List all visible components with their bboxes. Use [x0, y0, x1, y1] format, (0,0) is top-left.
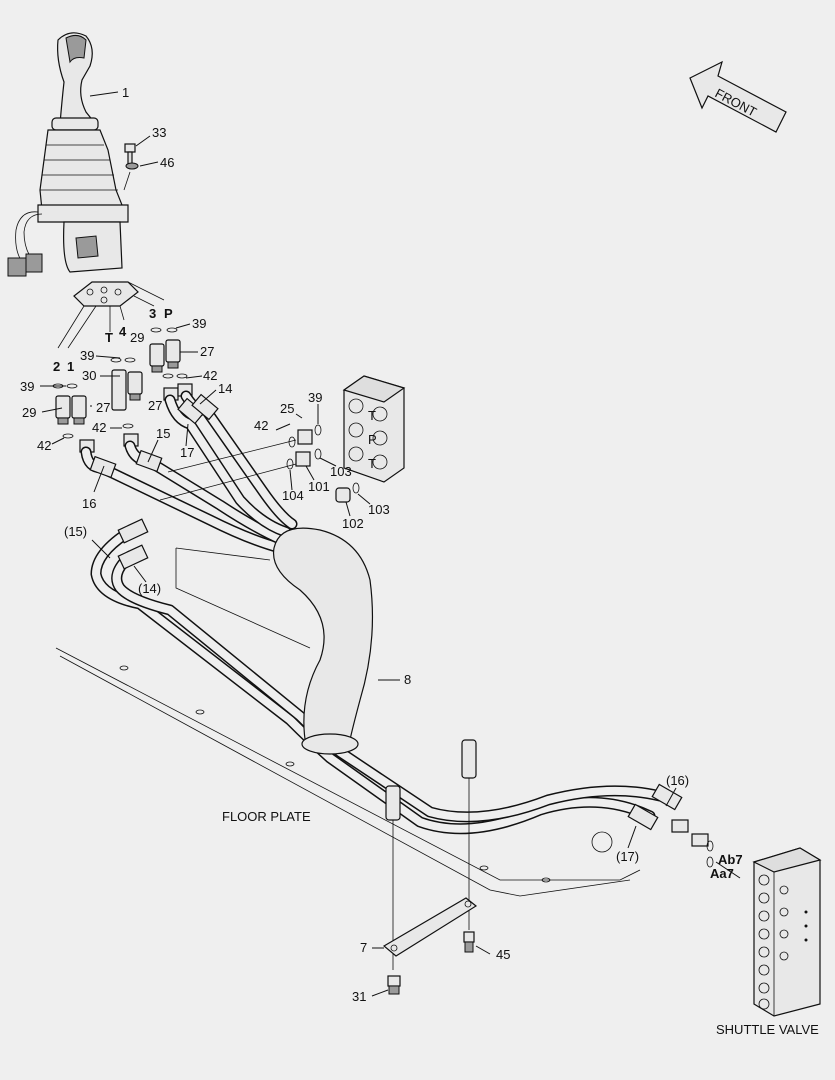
floor-plate-label: FLOOR PLATE — [222, 809, 311, 824]
floor-plate — [55, 547, 641, 897]
shuttle-valve-block — [752, 847, 822, 1017]
callout-101: 101 — [308, 479, 330, 494]
callout-42a: 42 — [203, 368, 217, 383]
callout-31: 31 — [352, 989, 366, 1004]
callout-7: 7 — [360, 940, 367, 955]
boot-8 — [272, 527, 400, 755]
callout-39c: 39 — [20, 379, 34, 394]
callout-46: 46 — [160, 155, 174, 170]
callout-16p: (16) — [666, 773, 689, 788]
callout-103b: 103 — [368, 502, 390, 517]
callout-27a: 27 — [200, 344, 214, 359]
callout-14: 14 — [218, 381, 232, 396]
callout-aa7: Aa7 — [710, 866, 734, 881]
callout-t: T — [105, 330, 113, 345]
callout-30: 30 — [82, 368, 96, 383]
callout-27c: 27 — [148, 398, 162, 413]
callouts: 1 33 46 3 P 39 T 4 29 27 2 1 39 30 39 42… — [20, 85, 819, 1037]
leader-lines — [40, 323, 741, 997]
callout-42d: 42 — [254, 418, 268, 433]
callout-103a: 103 — [330, 464, 352, 479]
port-t2-label: T — [368, 456, 376, 471]
callout-27b: 27 — [96, 400, 110, 415]
bolt-33 — [123, 135, 159, 191]
shuttle-valve-label: SHUTTLE VALVE — [716, 1022, 819, 1037]
callout-ab7: Ab7 — [718, 852, 743, 867]
callout-16: 16 — [82, 496, 96, 511]
fittings-cluster — [52, 327, 193, 453]
callout-102: 102 — [342, 516, 364, 531]
shuttle-fittings — [671, 819, 714, 868]
callout-2: 2 — [53, 359, 60, 374]
callout-15p: (15) — [64, 524, 87, 539]
gasket-plate — [57, 281, 165, 349]
callout-104: 104 — [282, 488, 304, 503]
callout-14p: (14) — [138, 581, 161, 596]
callout-17p: (17) — [616, 849, 639, 864]
callout-29a: 29 — [130, 330, 144, 345]
callout-p: P — [164, 306, 173, 321]
callout-42b: 42 — [92, 420, 106, 435]
callout-1: 1 — [122, 85, 129, 100]
callout-42c: 42 — [37, 438, 51, 453]
port-p-label: P — [368, 432, 377, 447]
callout-45: 45 — [496, 947, 510, 962]
callout-3: 3 — [149, 306, 156, 321]
callout-33: 33 — [152, 125, 166, 140]
port-t-label: T — [368, 408, 376, 423]
callout-15: 15 — [156, 426, 170, 441]
callout-29b: 29 — [22, 405, 36, 420]
callout-25: 25 — [280, 401, 294, 416]
joystick — [7, 32, 129, 277]
fittings-right — [159, 424, 360, 503]
hoses — [80, 390, 683, 835]
callout-4: 4 — [119, 324, 127, 339]
callout-1b: 1 — [67, 359, 74, 374]
mounting-parts — [382, 739, 478, 995]
callout-17: 17 — [180, 445, 194, 460]
front-arrow: FRONT — [689, 60, 787, 133]
callout-8: 8 — [404, 672, 411, 687]
port-block: T P T — [342, 375, 406, 483]
callout-39d: 39 — [308, 390, 322, 405]
callout-39b: 39 — [80, 348, 94, 363]
callout-39a: 39 — [192, 316, 206, 331]
